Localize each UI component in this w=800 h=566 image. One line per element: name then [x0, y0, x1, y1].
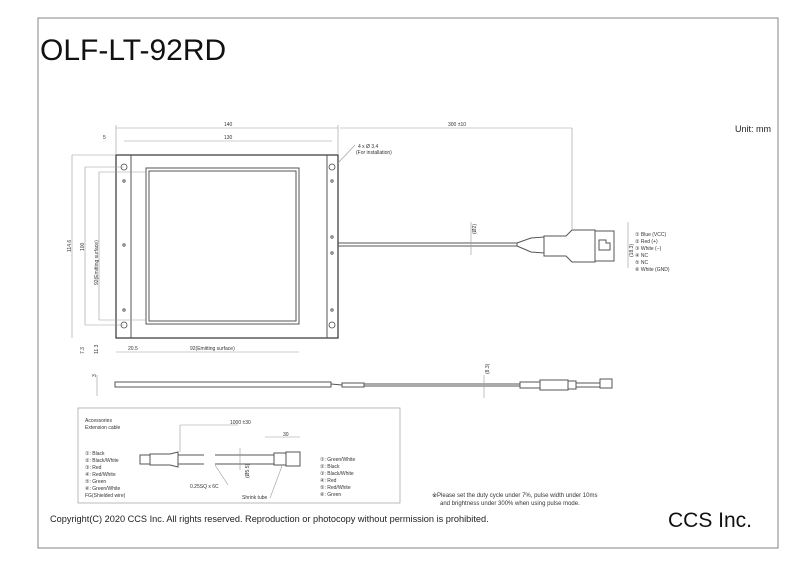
ext-cable-dia: (Ø5.5) — [245, 463, 251, 478]
pin-label: ⑥ White (GND) — [635, 267, 670, 273]
pin-label: ④: Red — [320, 478, 337, 484]
dim-mount-holes: 4 x Ø 3.4 — [358, 144, 379, 150]
pin-label: ①: Black — [85, 451, 105, 457]
ext-shrink-tube: Shrink tube — [242, 495, 268, 501]
pin-label: ⑤ NC — [635, 260, 648, 266]
unit-label: Unit: mm — [735, 124, 771, 134]
pin-label: ⑤: Green — [85, 479, 106, 485]
pin-label: ①: Green/White — [320, 457, 356, 463]
drawing-title: OLF-LT-92RD — [40, 34, 226, 67]
company-name: CCS Inc. — [668, 509, 752, 532]
connector-pin-list: ① Blue (VCC) ② Red (+) ③ White (−) ④ NC … — [635, 232, 670, 273]
ext-wire-spec: 0.25SQ x 6C — [190, 484, 219, 490]
pin-label: ②: Black — [320, 464, 340, 470]
ext-left-pin-list: ①: Black ②: Black/White ③: Red ④: Red/Wh… — [85, 451, 126, 499]
sheet-border — [37, 17, 779, 549]
pin-label: ②: Black/White — [85, 458, 119, 464]
pin-label: ④: Red/White — [85, 472, 116, 478]
dim-overall-height: 114.6 — [67, 240, 73, 252]
dim-connector-side: (8.3) — [485, 363, 491, 374]
pulse-note-line1: ※Please set the duty cycle under 7%, pul… — [432, 492, 597, 499]
mount-hole-icons — [120, 163, 336, 329]
accessories-box: Accessories Extension cable 1000 ±30 30 … — [77, 407, 401, 504]
dim-hole-pitch-height: 100 — [80, 242, 86, 251]
side-view: 3 (8.3) — [92, 363, 613, 398]
pin-label: ② Red (+) — [635, 239, 658, 245]
front-view: 140 130 5 4 x Ø 3.4 (For installation) 1… — [67, 122, 392, 354]
dim-cable-length: 300 ±10 — [448, 122, 466, 128]
ext-tip-length: 30 — [283, 432, 289, 438]
pin-label: ③ White (−) — [635, 246, 662, 252]
pin-label: FG(Shielded wire) — [85, 493, 126, 499]
dim-emitting-height: 92(Emitting surface) — [94, 240, 100, 285]
dim-overall-width: 140 — [224, 122, 233, 128]
dim-bottom-offset-1: 7.3 — [80, 347, 86, 354]
pulse-note-line2: and brightness under 300% when using pul… — [440, 501, 580, 507]
dim-edge-offset: 5 — [103, 135, 106, 141]
pin-label: ⑤: Red/White — [320, 485, 351, 491]
dim-bottom-offset-2: 11.3 — [94, 344, 100, 354]
cable-connector: 300 ±10 (Ø2) (18.3) ① Blue (VCC) ② Red (… — [338, 122, 670, 273]
copyright-notice: Copyright(C) 2020 CCS Inc. All rights re… — [50, 514, 489, 524]
pin-label: ③: Black/White — [320, 471, 354, 477]
accessories-heading: Accessories — [85, 418, 112, 424]
ext-cable-length: 1000 ±30 — [230, 420, 251, 426]
dim-connector-height: (18.3) — [629, 244, 635, 257]
dim-thickness: 3 — [92, 374, 98, 377]
dim-emitting-width: 92(Emitting surface) — [190, 346, 235, 352]
pin-label: ① Blue (VCC) — [635, 232, 666, 238]
pin-label: ⑥: Green — [320, 492, 341, 498]
dim-cable-dia: (Ø2) — [472, 224, 478, 234]
ext-right-pin-list: ①: Green/White ②: Black ③: Black/White ④… — [320, 457, 356, 498]
dim-mount-holes-note: (For installation) — [356, 150, 392, 156]
dim-hole-pitch-width: 130 — [224, 135, 233, 141]
pin-label: ⑥: Green/White — [85, 486, 121, 492]
pin-label: ④ NC — [635, 253, 648, 259]
dim-left-offset: 20.5 — [128, 346, 138, 352]
accessories-subheading: Extension cable — [85, 425, 121, 431]
pin-label: ③: Red — [85, 465, 102, 471]
